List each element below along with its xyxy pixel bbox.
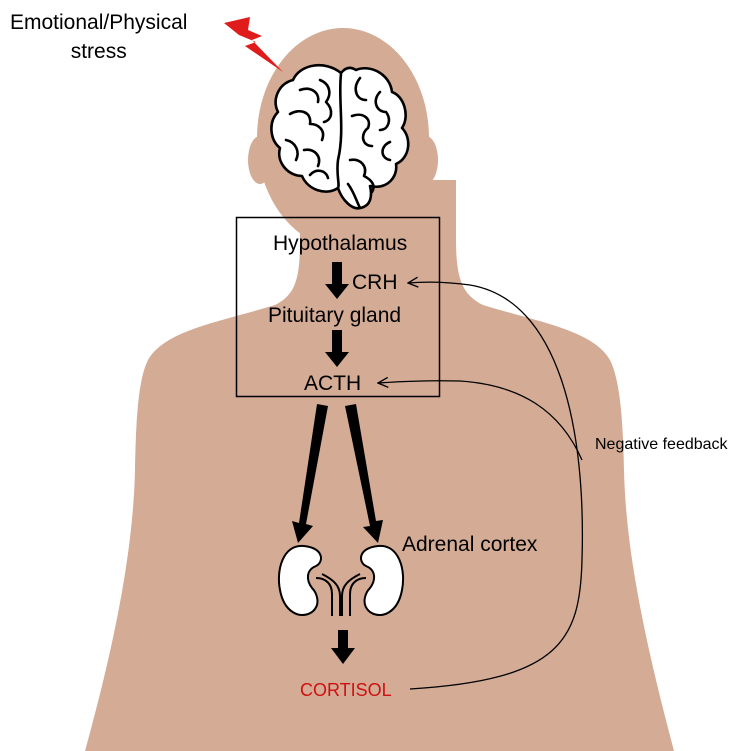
negative-feedback-label: Negative feedback — [595, 436, 728, 454]
lightning-icon — [224, 17, 283, 72]
cortisol-label: CORTISOL — [300, 680, 392, 701]
crh-label: CRH — [352, 271, 398, 295]
right-ear — [414, 136, 438, 184]
stress-label: Emotional/Physical stress — [10, 8, 187, 66]
left-ear — [248, 136, 272, 184]
stress-line-2: stress — [10, 37, 187, 66]
adrenal-cortex-label: Adrenal cortex — [402, 533, 537, 557]
stress-line-1: Emotional/Physical — [10, 8, 187, 37]
hypothalamus-label: Hypothalamus — [273, 232, 407, 256]
acth-label: ACTH — [304, 372, 361, 396]
pituitary-label: Pituitary gland — [268, 304, 401, 328]
